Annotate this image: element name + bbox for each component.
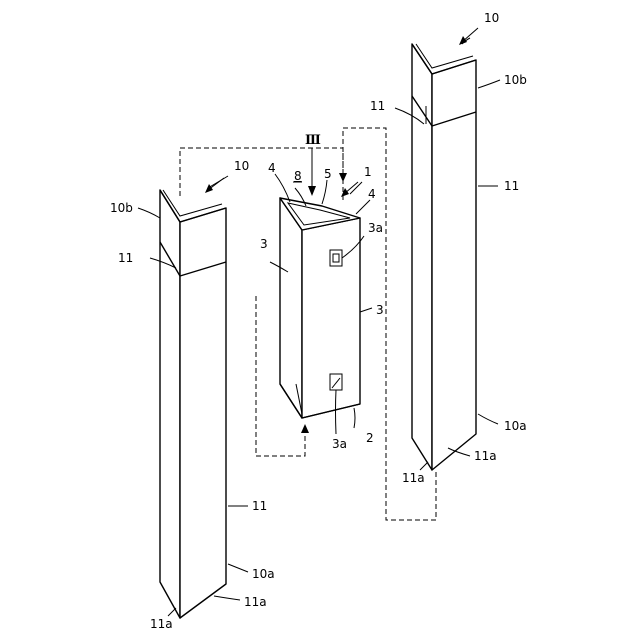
- block-left-face: [280, 198, 302, 418]
- corner-member-left: [160, 190, 226, 618]
- right-member-right-face: [432, 60, 476, 470]
- label-5: 5: [324, 167, 332, 181]
- label-11a-right-left: 11a: [402, 471, 425, 485]
- label-3a-bottom: 3a: [332, 437, 347, 451]
- label-3a-top: 3a: [368, 221, 383, 235]
- label-1: 1: [364, 165, 372, 179]
- label-11-right-mid: 11: [504, 179, 519, 193]
- label-11a-left-right: 11a: [150, 617, 173, 631]
- label-10-left: 10: [234, 159, 249, 173]
- right-member-left-face: [412, 44, 432, 470]
- label-10b-right: 10b: [504, 73, 527, 87]
- label-10a-left: 10a: [252, 567, 275, 581]
- block-front-face: [302, 218, 360, 418]
- label-2: 2: [366, 431, 374, 445]
- guide-arrow-up: [301, 424, 309, 433]
- label-11-left-mid: 11: [252, 499, 267, 513]
- label-11-right-top: 11: [370, 99, 385, 113]
- label-3-left: 3: [260, 237, 268, 251]
- left-member-left-face: [160, 190, 180, 618]
- label-10-right: 10: [484, 11, 499, 25]
- label-4-left: 4: [268, 161, 276, 175]
- label-11a-right-bottom: 11a: [474, 449, 497, 463]
- label-10a-right: 10a: [504, 419, 527, 433]
- label-11-left-top: 11: [118, 251, 133, 265]
- center-block: [280, 198, 360, 418]
- label-4-right: 4: [368, 187, 376, 201]
- label-3-right: 3: [376, 303, 384, 317]
- label-11a-left-bottom: 11a: [244, 595, 267, 609]
- label-section-III: Ⅲ: [305, 133, 321, 148]
- label-8: 8: [294, 169, 302, 183]
- section-arrow: [308, 186, 316, 196]
- corner-member-right: [412, 44, 476, 470]
- label-10b-left: 10b: [110, 201, 133, 215]
